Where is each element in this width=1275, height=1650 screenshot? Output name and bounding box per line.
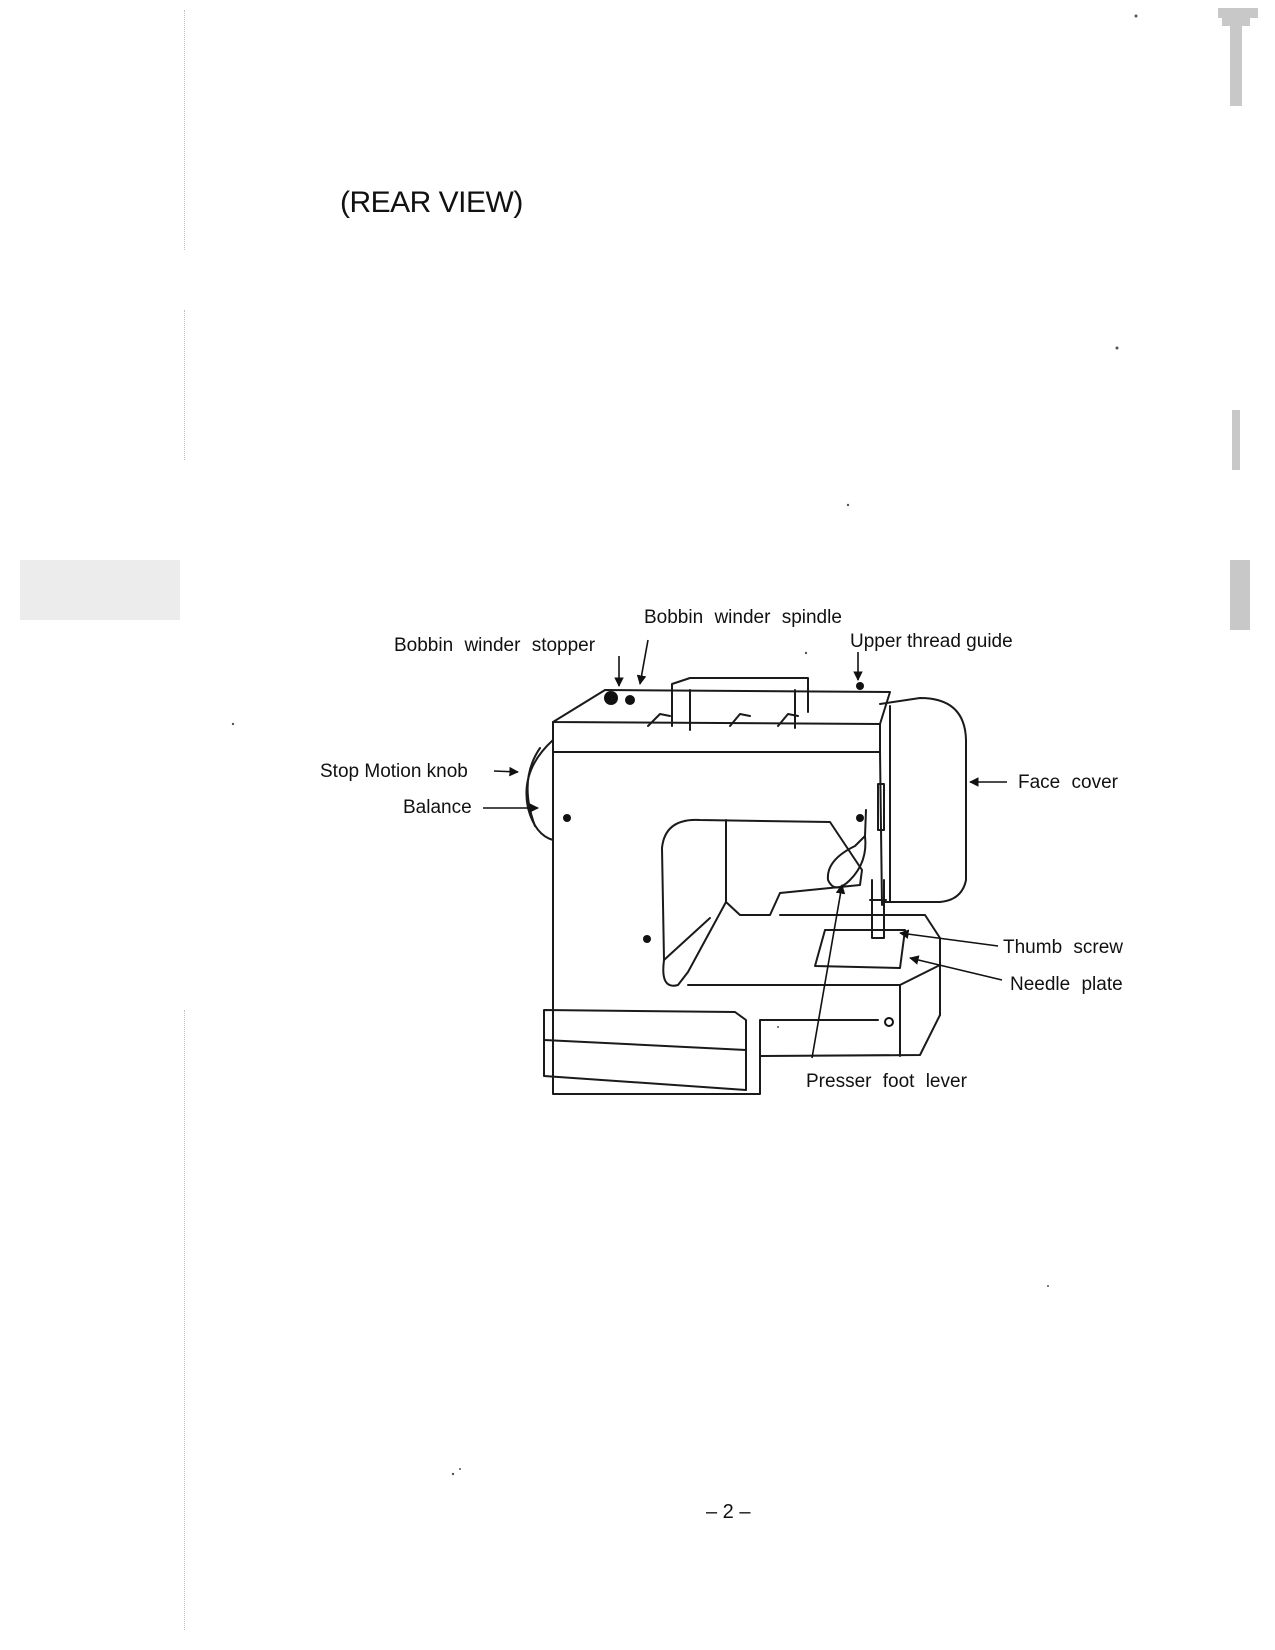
label-thumb-screw: Thumb screw bbox=[1003, 937, 1124, 958]
spindle-knob bbox=[625, 695, 635, 705]
label-face-cover: Face cover bbox=[1018, 772, 1118, 793]
machine-top-surface bbox=[552, 689, 891, 725]
machine-body bbox=[552, 721, 879, 1095]
label-upper-thread-guide: Upper thread guide bbox=[850, 631, 1013, 652]
label-needle-plate: Needle plate bbox=[1010, 974, 1123, 995]
leader-stop-motion bbox=[493, 766, 519, 777]
binding-edge-line bbox=[184, 310, 185, 460]
page-heading: (REAR VIEW) bbox=[340, 186, 523, 219]
leader-thumb-screw bbox=[899, 929, 999, 947]
label-bobbin-winder-spindle: Bobbin winder spindle bbox=[644, 607, 842, 628]
binding-edge-line bbox=[184, 1010, 185, 1630]
carry-handle bbox=[671, 677, 809, 727]
binding-edge-line bbox=[184, 10, 185, 250]
needle-plate-outline bbox=[814, 929, 906, 969]
leader-presser-foot bbox=[811, 884, 846, 1059]
page-number: – 2 – bbox=[706, 1501, 751, 1523]
face-cover bbox=[879, 697, 967, 903]
leader-needle-plate bbox=[909, 955, 1003, 981]
needle-bar bbox=[871, 879, 885, 939]
arm-opening bbox=[661, 818, 863, 987]
presser-foot-lever bbox=[826, 835, 867, 889]
leader-bobbin-spindle bbox=[636, 639, 649, 685]
bobbin-stopper-knob bbox=[604, 691, 618, 705]
label-stop-motion-knob: Stop Motion knob bbox=[320, 761, 468, 782]
label-bobbin-winder-stopper: Bobbin winder stopper bbox=[394, 635, 596, 656]
balance-wheel bbox=[525, 739, 554, 841]
label-balance: Balance bbox=[403, 797, 472, 818]
label-presser-foot-lever: Presser foot lever bbox=[806, 1071, 967, 1092]
accessory-tray bbox=[543, 1009, 747, 1091]
